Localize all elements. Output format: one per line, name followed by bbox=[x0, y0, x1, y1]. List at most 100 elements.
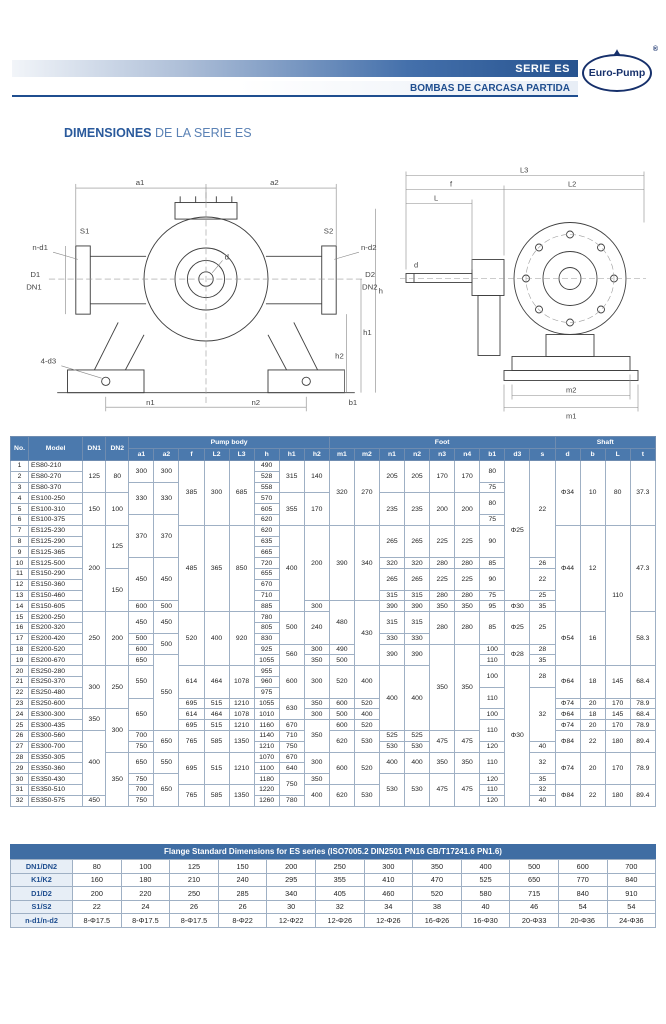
dim-cell: 270 bbox=[353, 460, 380, 526]
dim-cell: 475 bbox=[454, 773, 481, 807]
flange-cell: 580 bbox=[460, 886, 511, 901]
dim-cell: 805 bbox=[253, 621, 280, 634]
dim-label: D2 bbox=[365, 270, 375, 279]
dim-label: b1 bbox=[349, 398, 358, 407]
flange-cell: 240 bbox=[217, 872, 268, 887]
dim-cell: 750 bbox=[278, 773, 305, 796]
dim-cell: 300 bbox=[303, 665, 330, 699]
dim-cell: 390 bbox=[328, 524, 355, 602]
dim-cell: 1100 bbox=[253, 762, 280, 775]
model-cell: ES100-310 bbox=[28, 503, 84, 515]
dim-cell: 32 bbox=[529, 686, 556, 742]
dim-cell: 4 bbox=[9, 492, 30, 505]
dim-cell: 24 bbox=[9, 708, 30, 721]
dim-cell: 1055 bbox=[253, 654, 280, 667]
dim-cell: Φ84 bbox=[554, 783, 581, 807]
dim-cell: 975 bbox=[253, 686, 280, 699]
dim-label: n2 bbox=[251, 398, 260, 407]
dim-cell: 475 bbox=[429, 729, 456, 753]
model-cell: ES250-280 bbox=[28, 665, 84, 677]
dim-cell: 450 bbox=[153, 611, 180, 634]
dim-cell: 205 bbox=[378, 459, 406, 494]
dim-cell: 500 bbox=[328, 708, 355, 721]
dim-cell: 5 bbox=[9, 503, 30, 515]
dim-cell: 300 bbox=[303, 751, 330, 775]
dim-label: n-d2 bbox=[361, 243, 377, 252]
dim-cell: 955 bbox=[253, 665, 280, 677]
dim-cell: 29 bbox=[9, 762, 30, 775]
model-cell: ES350-575 bbox=[28, 794, 84, 807]
dim-cell: 525 bbox=[404, 729, 431, 742]
model-cell: ES125-365 bbox=[28, 546, 84, 559]
dim-cell: 530 bbox=[353, 729, 380, 753]
dim-cell: 365 bbox=[203, 524, 230, 613]
dim-cell: 630 bbox=[278, 697, 305, 721]
flange-cell: 8-Φ17.5 bbox=[169, 913, 219, 928]
dim-cell: 530 bbox=[404, 740, 431, 753]
dim-cell: Φ30 bbox=[504, 665, 531, 807]
dim-cell: 330 bbox=[378, 632, 406, 645]
model-cell: ES250-370 bbox=[28, 675, 84, 688]
dim-cell: 240 bbox=[303, 611, 330, 645]
dim-cell: 26 bbox=[9, 729, 30, 742]
col-header: n4 bbox=[454, 448, 481, 461]
page-title: DIMENSIONES DE LA SERIE ES bbox=[64, 126, 252, 140]
dim-cell: 75 bbox=[479, 513, 506, 526]
flange-cell: 295 bbox=[266, 872, 316, 887]
dim-cell: 530 bbox=[404, 773, 431, 807]
flange-cell: 410 bbox=[363, 872, 414, 887]
model-cell: ES100-375 bbox=[28, 513, 84, 526]
flange-cell: 100 bbox=[120, 859, 171, 874]
logo-oval: Euro-Pump bbox=[582, 54, 652, 92]
dim-cell: 300 bbox=[128, 460, 155, 483]
model-cell: ES200-250 bbox=[28, 611, 84, 623]
dim-cell: 9 bbox=[9, 546, 30, 559]
dim-cell: Φ84 bbox=[554, 729, 581, 753]
dim-cell: 600 bbox=[128, 600, 155, 613]
col-header: d bbox=[554, 448, 581, 461]
dim-cell: 450 bbox=[128, 557, 155, 602]
dim-cell: 18 bbox=[579, 708, 606, 721]
flange-cell: 26 bbox=[169, 899, 219, 914]
flange-cell: 460 bbox=[363, 886, 414, 901]
flange-cell: 80 bbox=[72, 859, 122, 874]
flange-cell: 32 bbox=[314, 899, 365, 914]
dim-cell: 315 bbox=[378, 611, 406, 634]
dim-cell: 400 bbox=[378, 751, 406, 775]
model-cell: ES80-370 bbox=[28, 481, 84, 494]
dim-cell: 650 bbox=[128, 697, 155, 731]
dim-cell: 925 bbox=[253, 643, 280, 656]
col-header: n2 bbox=[404, 448, 431, 461]
dim-cell: 32 bbox=[529, 783, 556, 796]
dim-cell: 180 bbox=[604, 729, 631, 753]
dim-cell: 1180 bbox=[253, 773, 280, 785]
dim-cell: 15 bbox=[9, 611, 30, 623]
col-header: t bbox=[629, 448, 657, 461]
dim-cell: 350 bbox=[105, 751, 130, 807]
flange-cell: 8-Φ17.5 bbox=[120, 913, 171, 928]
dim-cell: 25 bbox=[529, 611, 556, 645]
flange-cell: 250 bbox=[169, 886, 219, 901]
dim-label: L3 bbox=[520, 166, 528, 175]
dim-cell: 85 bbox=[479, 611, 506, 645]
col-header-dn2: DN2 bbox=[105, 436, 130, 461]
dim-cell: 525 bbox=[378, 729, 406, 742]
model-cell: ES150-360 bbox=[28, 578, 84, 591]
dim-cell: 500 bbox=[328, 654, 355, 667]
model-cell: ES250-600 bbox=[28, 697, 84, 710]
dim-cell: 650 bbox=[153, 729, 180, 753]
flange-cell: 400 bbox=[460, 859, 511, 874]
dim-cell: 700 bbox=[128, 729, 155, 742]
group-header-pump-body: Pump body bbox=[128, 436, 330, 449]
dim-cell: 1350 bbox=[228, 783, 255, 807]
dim-cell: 1140 bbox=[253, 729, 280, 742]
dim-cell: 700 bbox=[128, 783, 155, 796]
dim-cell: 16 bbox=[579, 611, 606, 667]
